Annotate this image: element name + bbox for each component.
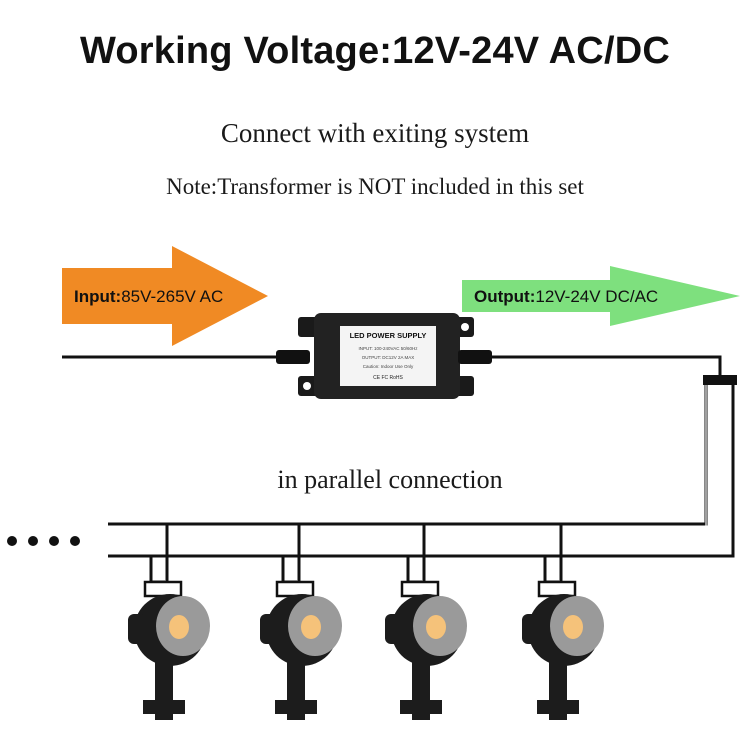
input-prefix: Input:: [74, 287, 121, 306]
certification-marks: CE FC RoHS: [373, 375, 403, 381]
input-arrow-shape: [62, 246, 268, 346]
power-supply: LED POWER SUPPLY INPUT: 100-240VAC 50/60…: [298, 313, 474, 399]
power-supply-label-panel: [340, 326, 436, 386]
light-wire: [543, 556, 559, 584]
light-stake-base: [537, 700, 579, 714]
ellipsis-dot: [7, 536, 17, 546]
power-supply-fine-print: INPUT: 100-240VAC 50/60Hz: [359, 346, 419, 351]
output-wire: [490, 355, 722, 377]
light-wire: [149, 556, 165, 584]
mounting-hole: [303, 382, 311, 390]
ellipsis-dot: [70, 536, 80, 546]
light-wire: [281, 556, 297, 584]
light-bracket: [128, 614, 146, 644]
power-supply-label: LED POWER SUPPLY: [350, 331, 427, 340]
light-stake-base: [275, 700, 317, 714]
output-value: 12V-24V DC/AC: [535, 287, 658, 306]
input-value: 85V-265V AC: [121, 287, 223, 306]
output-arrow-shape: [462, 266, 740, 326]
light-led: [563, 615, 583, 639]
input-cable-gland: [276, 350, 310, 364]
output-arrow: Output:12V-24V DC/AC: [462, 266, 740, 326]
light-bracket: [522, 614, 540, 644]
bus-wire-1: [108, 385, 708, 526]
page-title: Working Voltage:12V-24V AC/DC: [80, 30, 670, 72]
input-arrow-label: Input:85V-265V AC: [74, 287, 223, 306]
light-junction: [143, 580, 183, 598]
spotlight-2: [260, 524, 342, 720]
mounting-hole: [461, 323, 469, 331]
input-arrow: Input:85V-265V AC: [62, 246, 268, 346]
spotlight-3: [385, 524, 467, 720]
light-bracket: [260, 614, 278, 644]
light-led: [301, 615, 321, 639]
wire-connector: [703, 375, 737, 385]
bus-wire-2: [108, 385, 735, 558]
power-supply-fine-print: OUTPUT: DC12V 2A MAX: [362, 355, 415, 360]
light-junction: [537, 580, 577, 598]
light-led: [426, 615, 446, 639]
output-arrow-label: Output:12V-24V DC/AC: [474, 287, 658, 306]
ellipsis-dot: [28, 536, 38, 546]
light-stake-base: [143, 700, 185, 714]
light-stake-base: [400, 700, 442, 714]
spotlight-4: [522, 524, 604, 720]
light-wire: [406, 556, 422, 584]
light-bracket: [385, 614, 403, 644]
output-cable-gland: [458, 350, 492, 364]
output-prefix: Output:: [474, 287, 535, 306]
light-led: [169, 615, 189, 639]
subtitle: Connect with exiting system: [220, 118, 530, 148]
parallel-connection-label: in parallel connection: [277, 465, 502, 494]
power-supply-fine-print: Caution: Indoor Use Only: [363, 364, 414, 369]
note-text: Note:Transformer is NOT included in this…: [166, 174, 584, 199]
light-junction: [400, 580, 440, 598]
light-junction: [275, 580, 315, 598]
ellipsis-dot: [49, 536, 59, 546]
spotlight-1: [128, 524, 210, 720]
